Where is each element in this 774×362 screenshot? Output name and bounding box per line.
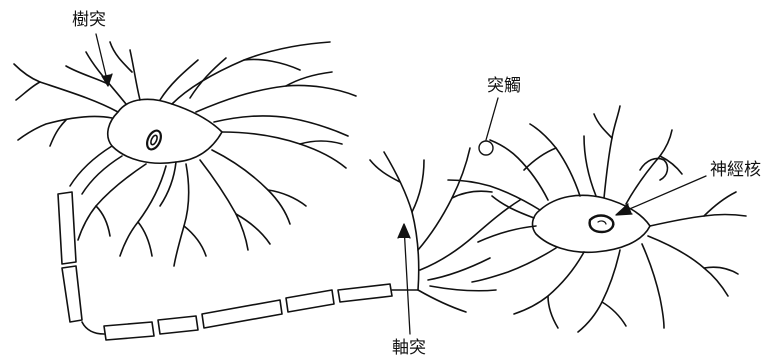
myelin-segment	[62, 266, 82, 322]
myelin-segment	[158, 316, 198, 334]
left-nucleus	[144, 128, 163, 151]
myelin-segment	[104, 322, 154, 340]
left-neuron	[14, 42, 356, 266]
right-neuron	[448, 106, 746, 332]
axon-arrow	[404, 226, 410, 334]
axon-label: 軸突	[392, 340, 426, 357]
axon	[58, 146, 418, 340]
myelin-segment	[338, 284, 392, 302]
right-cell-body	[533, 195, 650, 252]
nucleus-label: 神經核	[710, 162, 761, 179]
synapse-marker	[479, 141, 493, 155]
myelin-segment	[202, 300, 282, 328]
dendrite-label: 樹突	[72, 12, 106, 29]
myelin-segment	[58, 192, 76, 264]
synapse-label: 突觸	[487, 78, 521, 95]
right-nucleus	[590, 216, 614, 233]
myelin-segment	[286, 290, 334, 312]
axon-terminal	[370, 148, 520, 312]
synapse-leader	[486, 98, 498, 140]
